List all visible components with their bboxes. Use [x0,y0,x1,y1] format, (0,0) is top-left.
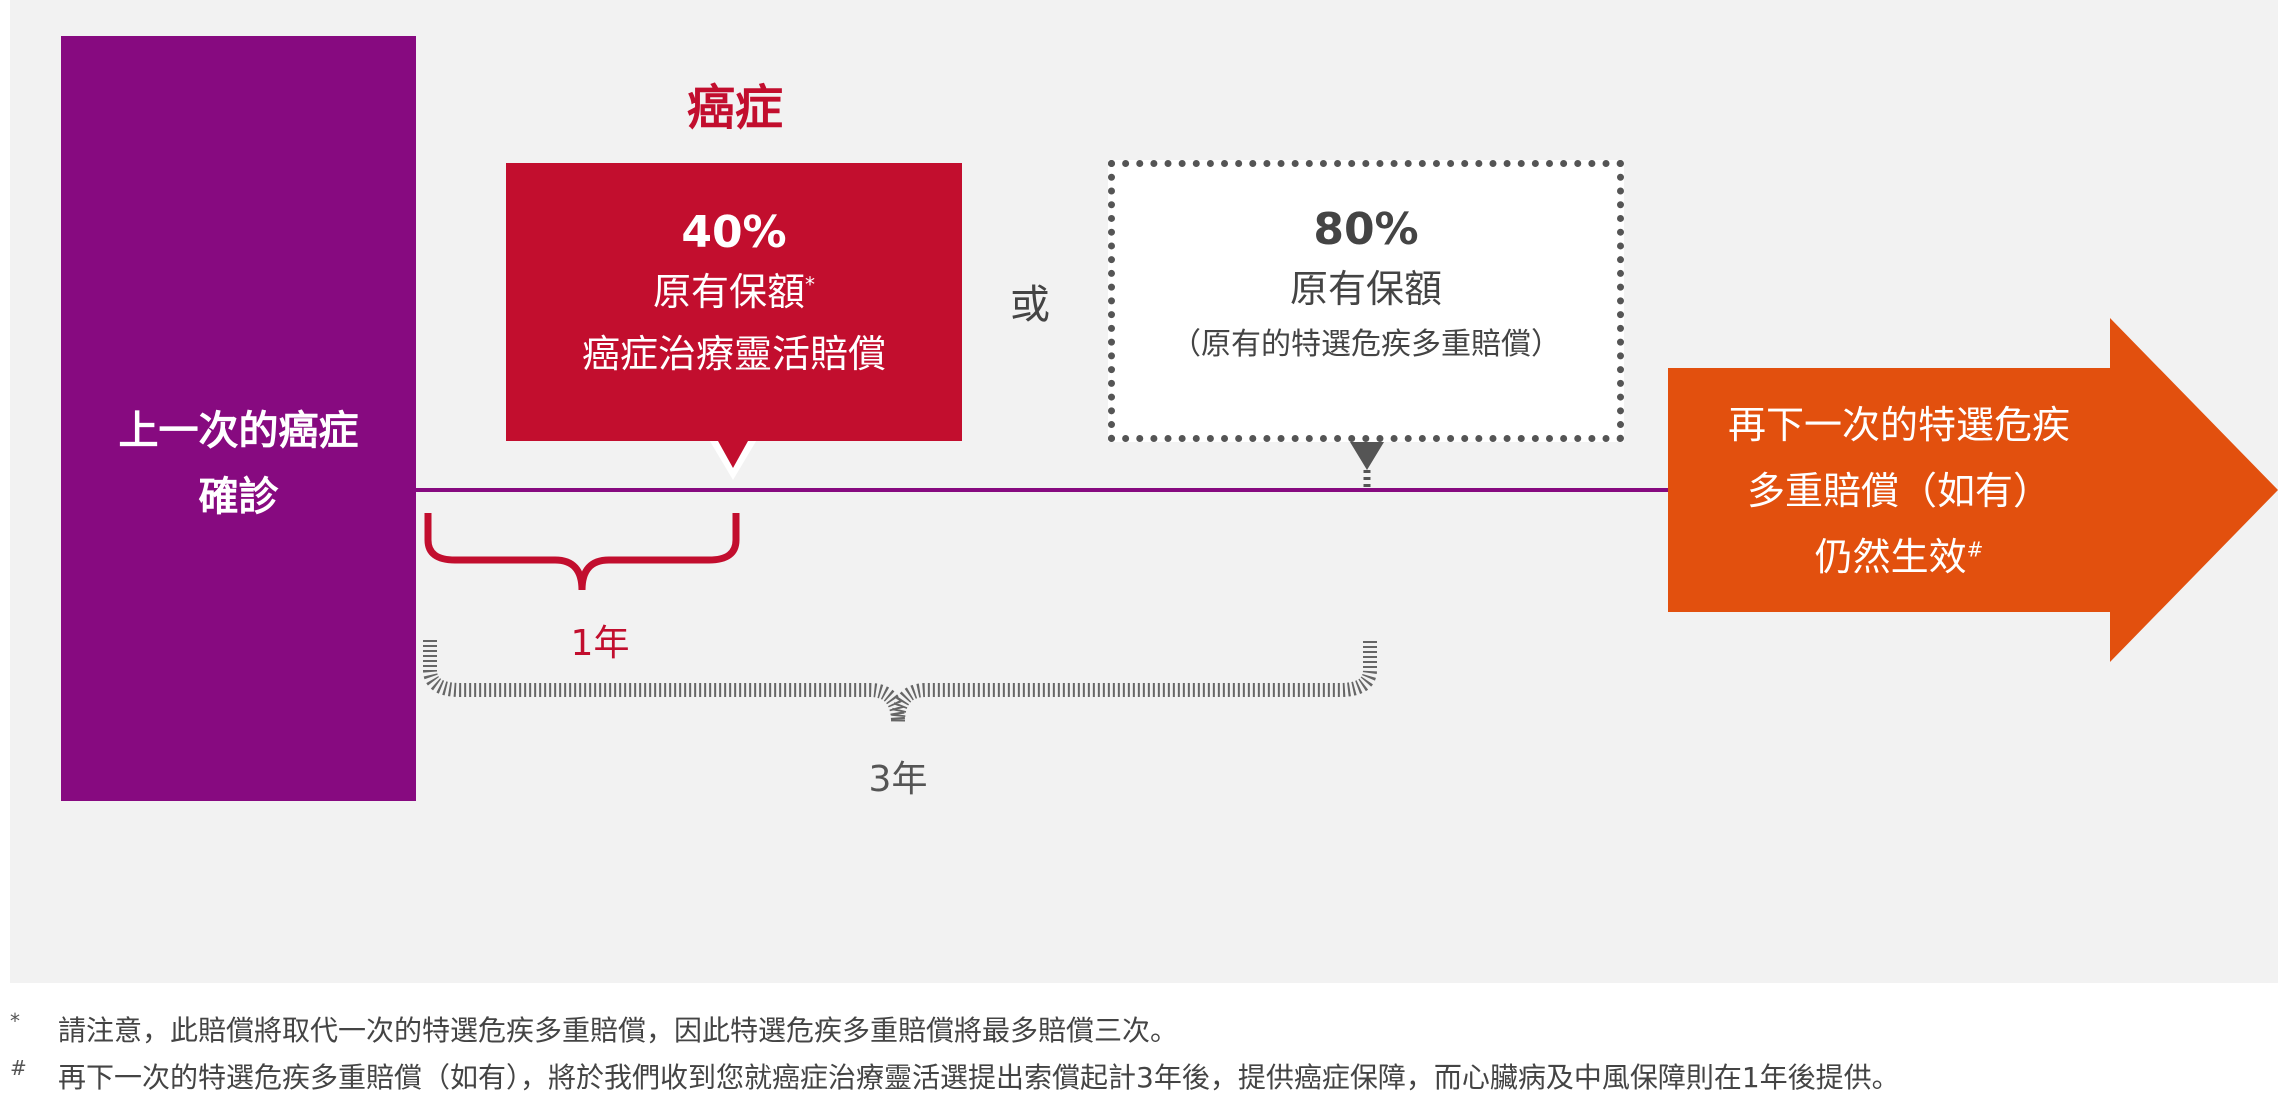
footnote-2-text: 再下一次的特選危疾多重賠償（如有），將於我們收到您就癌症治療靈活選提出索償起計3… [58,1061,1900,1094]
option-b-line1: 原有保額 [1289,267,1442,311]
previous-diagnosis-block [61,36,416,801]
next-claim-line2: 多重賠償（如有） [1746,469,2051,513]
option-a-line1-text: 原有保額 [652,270,805,314]
option-a-line1: 原有保額* [506,261,962,323]
previous-diagnosis-label: 上一次的癌症 確診 [61,398,416,530]
footnote-2-mark: # [10,1056,27,1080]
next-claim-arrow [1668,318,2278,662]
option-a-pointer-fill [718,441,748,468]
option-a-box: 40% 原有保額* 癌症治療靈活賠償 [506,163,962,441]
three-year-label: 3年 [868,759,928,800]
timeline-graphics [416,318,2278,723]
option-b-box: 80% 原有保額 （原有的特選危疾多重賠償） [1108,160,1624,442]
option-b-line2: （原有的特選危疾多重賠償） [1171,327,1561,362]
next-claim-line3: 仍然生效# [1664,524,2134,590]
next-claim-line1: 再下一次的特選危疾 [1727,403,2070,447]
one-year-bracket [424,513,740,591]
one-year-label: 1年 [570,623,630,664]
previous-diagnosis-line2: 確診 [198,474,279,520]
option-a-percent: 40% [681,207,787,258]
option-a-line2: 癌症治療靈活賠償 [581,332,886,376]
footnote-1: * 請注意，此賠償將取代一次的特選危疾多重賠償，因此特選危疾多重賠償將最多賠償三次… [10,1009,1178,1049]
option-b-pointer [1350,442,1384,470]
footnote-1-text: 請注意，此賠償將取代一次的特選危疾多重賠償，因此特選危疾多重賠償將最多賠償三次。 [58,1014,1179,1047]
or-label: 或 [1010,282,1050,328]
cancer-heading: 癌症 [686,80,783,136]
next-claim-footnote-mark: # [1966,537,1984,562]
option-a-footnote-mark: * [805,272,815,297]
next-claim-line3-text: 仍然生效 [1814,535,1967,579]
previous-diagnosis-line1: 上一次的癌症 [118,408,359,454]
footnote-2: # 再下一次的特選危疾多重賠償（如有），將於我們收到您就癌症治療靈活選提出索償起計… [10,1056,1900,1096]
option-b-percent: 80% [1313,204,1419,255]
footnote-1-mark: * [10,1009,20,1033]
next-claim-label: 再下一次的特選危疾 多重賠償（如有） 仍然生效# [1664,392,2134,590]
